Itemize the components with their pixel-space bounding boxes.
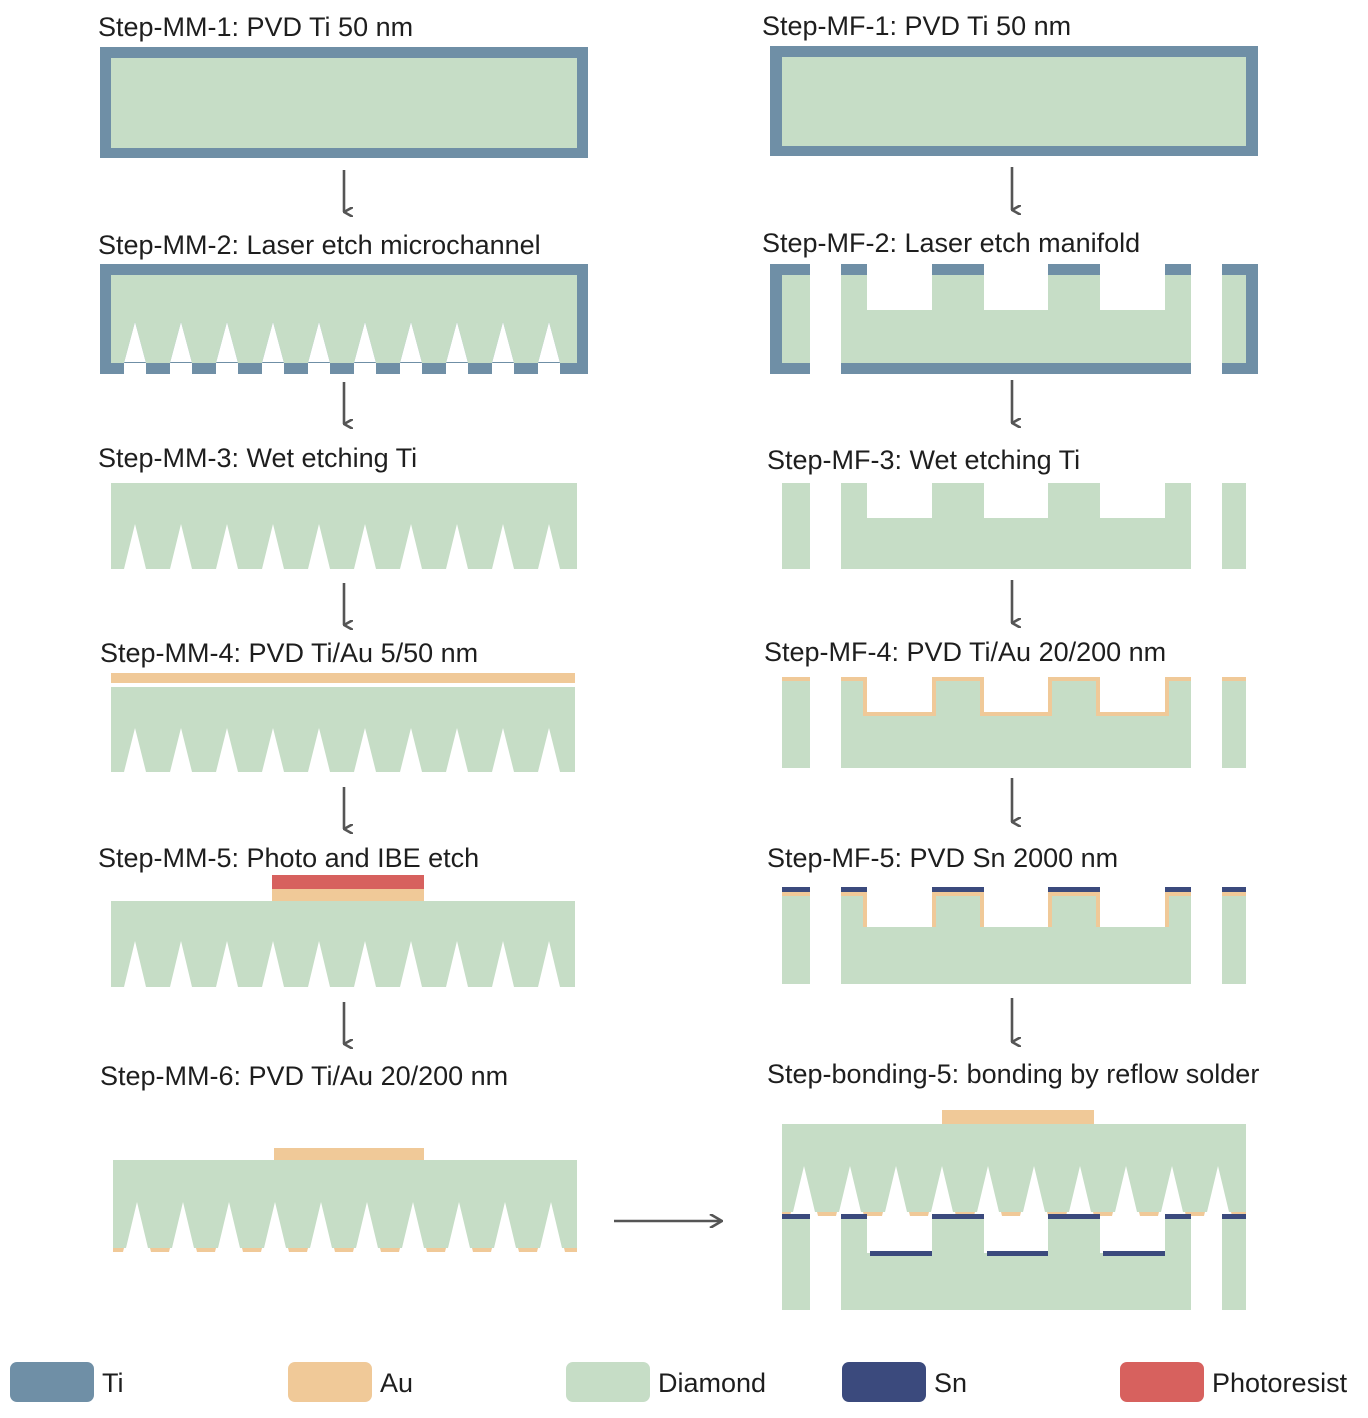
step-mm-4-label: Step-MM-4: PVD Ti/Au 5/50 nm (100, 638, 478, 668)
step-mm-3-label: Step-MM-3: Wet etching Ti (98, 443, 417, 473)
legend-label-diamond: Diamond (658, 1368, 767, 1398)
sn-swatch (842, 1362, 926, 1402)
step-mf-1-figure (770, 46, 1258, 156)
step-mm-1-label: Step-MM-1: PVD Ti 50 nm (98, 12, 413, 42)
step-mf-1-label: Step-MF-1: PVD Ti 50 nm (762, 11, 1071, 41)
step-mm-5-label: Step-MM-5: Photo and IBE etch (98, 843, 479, 873)
legend-label-ti: Ti (102, 1368, 124, 1398)
step-bonding-figure (782, 1110, 1246, 1310)
ti-swatch (10, 1362, 94, 1402)
step-mm-5-figure (111, 875, 575, 987)
step-mf-4-label: Step-MF-4: PVD Ti/Au 20/200 nm (764, 637, 1166, 667)
au-swatch (288, 1362, 372, 1402)
step-mf-2-figure (770, 264, 1258, 374)
step-mf-5-figure (782, 887, 1246, 984)
step-mm-3-figure (111, 483, 577, 569)
step-mf-4-figure (782, 677, 1246, 768)
legend: Ti Au Diamond Sn Photoresist (0, 1360, 1368, 1410)
step-bonding-label: Step-bonding-5: bonding by reflow solder (767, 1059, 1259, 1089)
legend-label-photoresist: Photoresist (1212, 1368, 1348, 1398)
step-mf-2-label: Step-MF-2: Laser etch manifold (762, 228, 1140, 258)
photoresist-swatch (1120, 1362, 1204, 1402)
step-mf-3-figure (782, 483, 1246, 569)
step-mm-2-label: Step-MM-2: Laser etch microchannel (98, 230, 541, 260)
step-mm-1-figure (100, 47, 588, 158)
diamond-swatch (566, 1362, 650, 1402)
step-mm-4-figure (111, 673, 575, 772)
step-mf-5-label: Step-MF-5: PVD Sn 2000 nm (767, 843, 1118, 873)
legend-label-au: Au (380, 1368, 414, 1398)
step-mf-3-label: Step-MF-3: Wet etching Ti (767, 445, 1080, 475)
step-mm-6-figure (113, 1148, 577, 1252)
step-mm-6-label: Step-MM-6: PVD Ti/Au 20/200 nm (100, 1061, 508, 1091)
process-flow-diagram: Step-MM-1: PVD Ti 50 nm Step-MM-2: Laser… (98, 11, 1259, 1310)
legend-label-sn: Sn (934, 1368, 968, 1398)
step-mm-2-figure (100, 264, 588, 374)
